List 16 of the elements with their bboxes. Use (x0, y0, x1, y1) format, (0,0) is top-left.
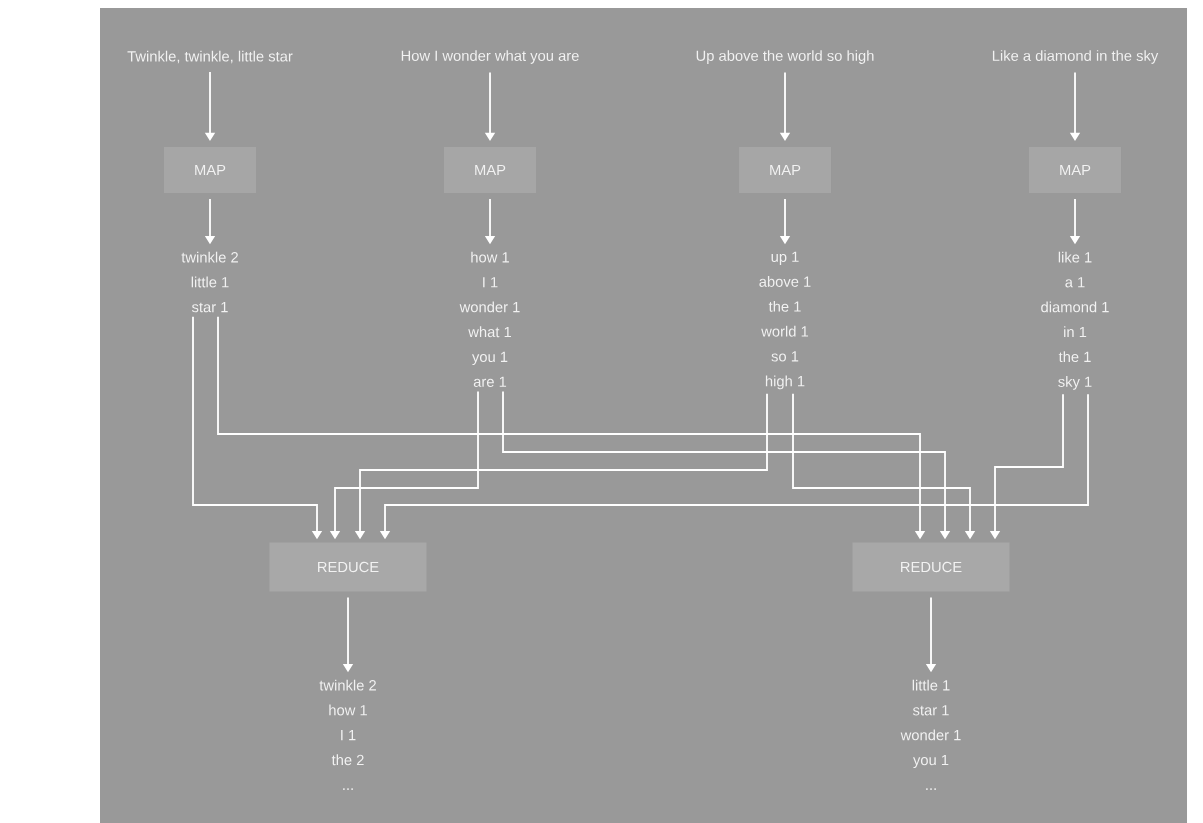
reduce-box: REDUCE (852, 542, 1010, 592)
word-count-list: twinkle 2 little 1 star 1 (181, 251, 238, 313)
word-count-list: twinkle 2 how 1 I 1 the 2 ... (319, 679, 376, 790)
word-count-list: up 1 above 1 the 1 world 1 so 1 high 1 (759, 251, 811, 390)
map-box: MAP (739, 147, 831, 193)
word-count-list: little 1 star 1 wonder 1 you 1 ... (900, 679, 961, 790)
map-box: MAP (164, 147, 256, 193)
lyric-text: Up above the world so high (696, 50, 874, 64)
word-count-list: how 1 I 1 wonder 1 what 1 you 1 are 1 (459, 251, 520, 387)
map-box: MAP (1029, 147, 1121, 193)
lyric-text: Twinkle, twinkle, little star (127, 50, 293, 64)
map-box: MAP (444, 147, 536, 193)
lyric-text: How I wonder what you are (401, 50, 579, 64)
reduce-box: REDUCE (269, 542, 427, 592)
lyric-text: Like a diamond in the sky (992, 50, 1159, 64)
word-count-list: like 1 a 1 diamond 1 in 1 the 1 sky 1 (1041, 251, 1109, 390)
